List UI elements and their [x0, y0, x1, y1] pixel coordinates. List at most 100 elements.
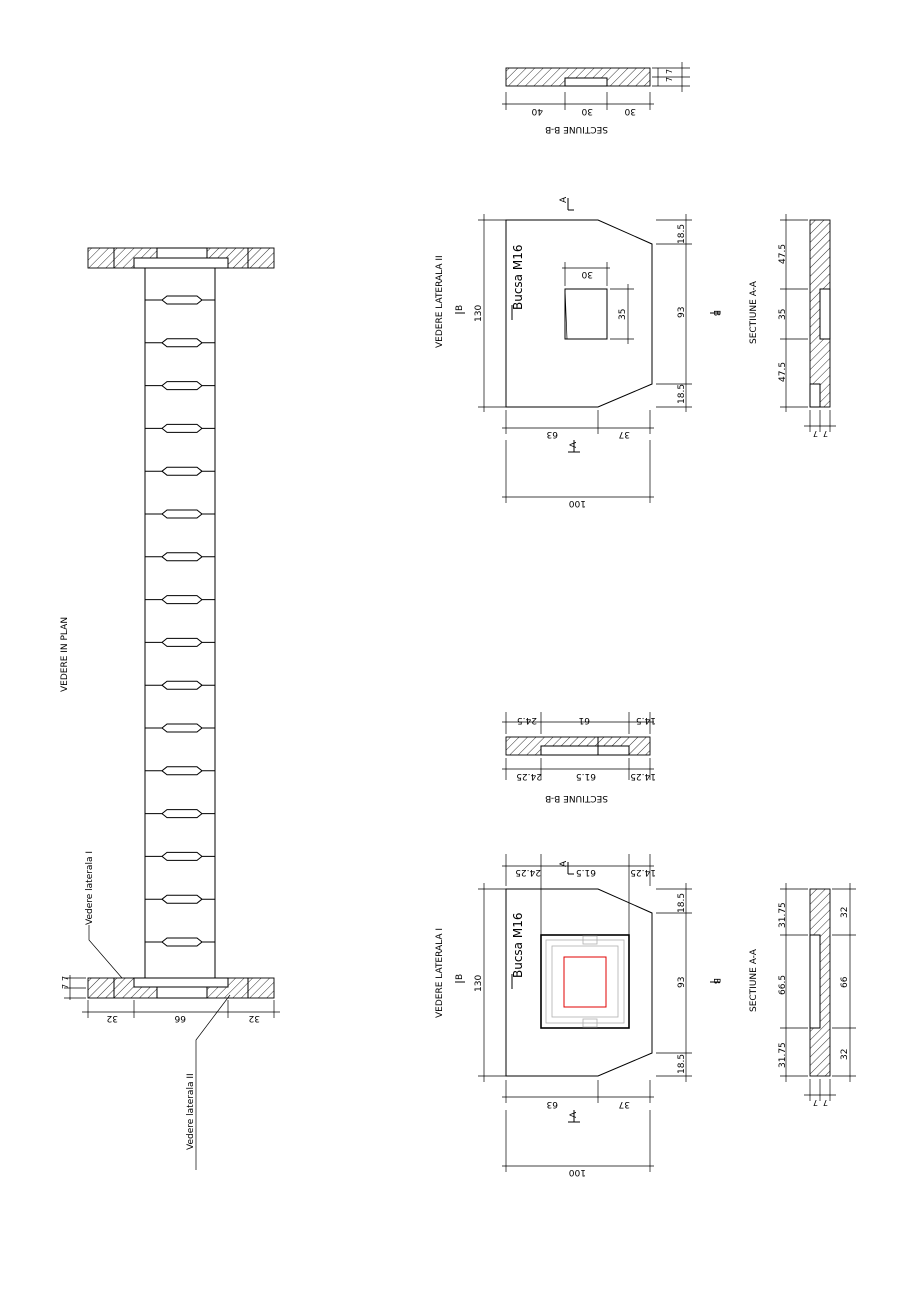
top-plate-outline — [505, 219, 653, 408]
bottom-dim-top-3: 14.25 — [630, 867, 656, 877]
view-top-group: 7 7 40 30 30 SECTIUNE B-B Bucsa M16 VEDE… — [435, 62, 836, 508]
plan-rung — [145, 381, 215, 387]
top-dim-right-3: 18.5 — [677, 384, 687, 404]
plan-rung — [145, 809, 215, 815]
plan-thk-1: 7 — [61, 984, 70, 989]
plan-rung-lower — [161, 813, 203, 819]
top-opening-height: 35 — [618, 309, 628, 320]
bottom-dim-top-1: 24.25 — [515, 867, 541, 877]
bottom-bb-bot-3: 14.25 — [630, 771, 656, 781]
bottom-aa-right-1: 32 — [840, 907, 850, 918]
plan-rung — [145, 723, 215, 729]
bottom-bb-top-3: 14.5 — [636, 715, 656, 725]
top-aa-thk-1: 7 — [813, 429, 818, 438]
top-bb-dim-2: 30 — [581, 106, 593, 116]
bottom-socket-label: Bucsa M16 — [511, 913, 525, 978]
plan-rung-lower — [161, 727, 203, 733]
plan-rung-lower — [161, 428, 203, 433]
bottom-cut-a-upper: A — [559, 860, 569, 867]
top-bb-dim-3: 30 — [624, 106, 636, 116]
top-bb-thk-1: 7 — [665, 69, 674, 74]
leader-view2 — [195, 994, 231, 1170]
bottom-bb-bot-2: 61.5 — [576, 771, 596, 781]
top-dim-width: 100 — [569, 498, 586, 508]
plan-rung — [145, 595, 215, 601]
plan-rung-lower — [161, 513, 203, 519]
view-bottom-group: 24.5 61 14.5 24.25 61.5 14.25 SECTIUNE B… — [435, 712, 856, 1177]
bottom-cut-b-left: B — [455, 974, 465, 980]
bottom-cut-b-right: B — [711, 978, 721, 984]
plan-rung-lower — [161, 299, 203, 305]
bottom-bb-bot-1: 24.25 — [516, 771, 542, 781]
bottom-aa-thk-2: 7 — [823, 1098, 828, 1107]
plan-rung-lower — [161, 684, 203, 690]
top-plate-opening — [564, 288, 608, 340]
bottom-aa-thk-1: 7 — [813, 1098, 818, 1107]
top-aa-thk-2: 7 — [823, 429, 828, 438]
plan-rung — [145, 423, 215, 429]
bottom-view-title: VEDERE LATERALA I — [435, 928, 445, 1018]
bottom-aa-right-2: 66 — [840, 976, 850, 988]
plan-rung — [145, 851, 215, 857]
bottom-dim-right-2: 93 — [677, 977, 687, 988]
bottom-aa-right-3: 32 — [840, 1049, 850, 1060]
plan-dim-mid: 66 — [174, 1013, 186, 1023]
bottom-aa-title: SECTIUNE A-A — [749, 948, 759, 1012]
bottom-plate-frame — [540, 934, 630, 1029]
plan-title: VEDERE IN PLAN — [60, 617, 70, 692]
plan-rung — [145, 338, 215, 344]
top-cut-a-upper: A — [559, 196, 569, 203]
bottom-aa-left-2: 66.5 — [778, 975, 788, 995]
plan-rungs — [145, 295, 215, 947]
bottom-aa-left-1: 31.75 — [778, 902, 788, 928]
bottom-dim-height: 130 — [474, 975, 484, 992]
plan-rung — [145, 894, 215, 900]
bottom-dim-bottom-1: 63 — [547, 1099, 558, 1109]
bottom-dim-bottom-2: 37 — [619, 1099, 630, 1109]
plan-rung — [145, 637, 215, 643]
plan-thk-2: 7 — [61, 976, 70, 981]
top-dim-right-1: 18.5 — [677, 224, 687, 244]
top-cut-a-lower: A — [569, 441, 579, 448]
top-bb-title: SECTIUNE B-B — [545, 124, 608, 134]
top-aa-dim-3: 47.5 — [778, 362, 788, 382]
bottom-bb-top-1: 24.5 — [517, 715, 537, 725]
label-vedere-laterala-1: Vedere laterala I — [85, 851, 95, 925]
plan-rung-lower — [161, 342, 203, 348]
plan-rung — [145, 295, 215, 301]
plan-rung-lower — [161, 856, 203, 861]
bottom-dim-width: 100 — [569, 1167, 586, 1177]
leader-view1 — [88, 925, 123, 979]
plan-rung — [145, 509, 215, 515]
plan-rung-lower — [161, 898, 203, 904]
top-bb-dim-1: 40 — [531, 106, 543, 116]
top-aa-dim-1: 47.5 — [778, 244, 788, 264]
top-aa-title: SECTIUNE A-A — [749, 280, 759, 344]
top-dim-right-2: 93 — [677, 307, 687, 318]
plan-rung-lower — [161, 941, 203, 947]
top-cut-b-right: B — [711, 310, 721, 316]
plan-rung-lower — [161, 599, 203, 605]
bottom-cut-a-lower: A — [569, 1111, 579, 1118]
top-bb-thk-2: 7 — [665, 77, 674, 82]
bottom-plate-opening — [563, 956, 607, 1008]
top-dim-bottom-2: 37 — [619, 429, 630, 439]
bottom-dim-top-2: 61.5 — [576, 867, 596, 877]
top-aa-dim-2: 35 — [778, 309, 788, 320]
plan-view: VEDERE IN PLAN 7 7 32 66 32 — [60, 247, 280, 1170]
bottom-plate-outline — [505, 888, 653, 1077]
top-socket-label: Bucsa M16 — [511, 245, 525, 310]
plan-dim-right: 32 — [249, 1013, 260, 1023]
top-dim-bottom-1: 63 — [547, 429, 558, 439]
label-vedere-laterala-2: Vedere laterala II — [186, 1073, 196, 1150]
top-opening-width: 30 — [581, 269, 593, 279]
bottom-dim-right-1: 18.5 — [677, 893, 687, 913]
plan-rung-lower — [161, 770, 203, 776]
bottom-dim-right-3: 18.5 — [677, 1054, 687, 1074]
plan-rung-lower — [161, 385, 203, 391]
plan-rung — [145, 937, 215, 943]
plan-rung — [145, 766, 215, 772]
bottom-aa-left-3: 31.75 — [778, 1042, 788, 1068]
plan-rung-lower — [161, 642, 203, 647]
